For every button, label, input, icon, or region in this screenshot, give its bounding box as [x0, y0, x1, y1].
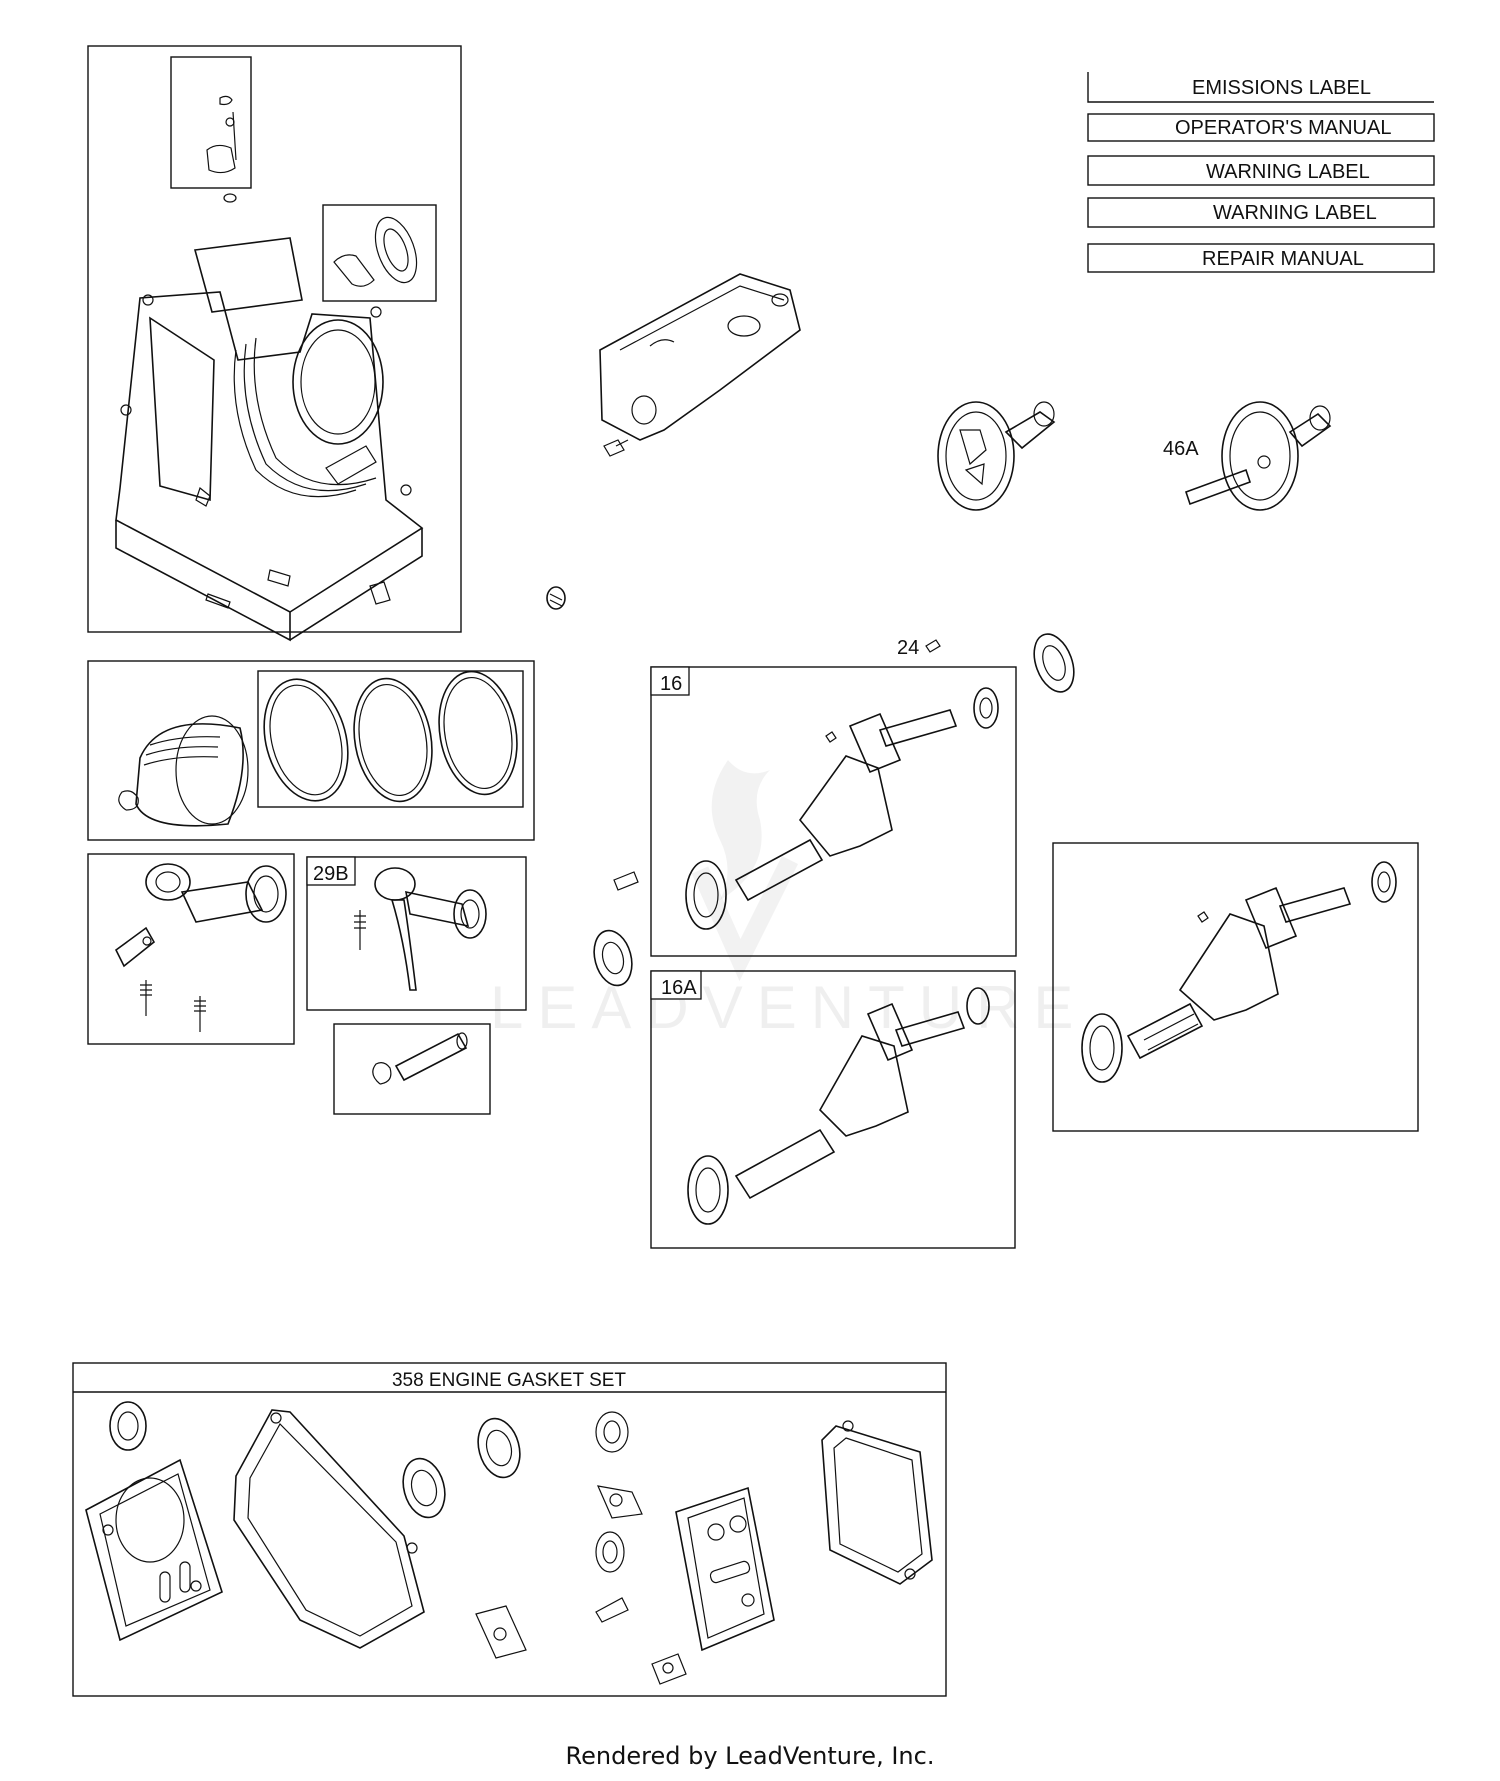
governor-inset[interactable] [170, 56, 252, 203]
valve-cover-gasket[interactable] [675, 1486, 775, 1652]
connecting-rod-group[interactable] [87, 853, 295, 1045]
cylinder-block[interactable] [115, 237, 424, 642]
callout-29b: 29B [313, 863, 349, 885]
crankshaft-16a-group[interactable]: 16A [650, 970, 1016, 1249]
rocker-cover-gasket[interactable] [821, 1420, 933, 1585]
watermark: LEADVENTURE [490, 760, 1087, 1041]
operators-manual-label[interactable]: OPERATOR'S MANUAL [1175, 117, 1391, 139]
oil-seal-right[interactable] [1027, 629, 1081, 698]
footer-credit: Rendered by LeadVenture, Inc. [565, 1742, 935, 1770]
intake-gasket[interactable] [595, 1411, 629, 1453]
gasket-oil-seal-2[interactable] [397, 1454, 451, 1522]
breather-cover[interactable] [599, 273, 801, 457]
crankshaft-16[interactable] [685, 687, 999, 930]
piston-rings-inset[interactable] [251, 665, 526, 810]
crankshaft-16-group[interactable]: 16 [650, 666, 1017, 957]
camshaft-46a[interactable]: 46A [1163, 401, 1332, 511]
breather-tube[interactable] [546, 586, 566, 610]
watermark-text: LEADVENTURE [490, 974, 1087, 1041]
connecting-rod-29b-group[interactable]: 29B [306, 856, 527, 1011]
carburetor-gasket[interactable] [597, 1485, 643, 1519]
gasket-set-group[interactable]: 358 ENGINE GASKET SET [72, 1362, 947, 1697]
document-labels: EMISSIONS LABEL OPERATOR'S MANUAL WARNIN… [1087, 72, 1435, 273]
piston[interactable] [118, 715, 249, 827]
connecting-rod[interactable] [114, 863, 287, 1032]
bushing-seal-inset[interactable] [322, 204, 437, 302]
warning-label-2[interactable]: WARNING LABEL [1213, 202, 1377, 224]
callout-24: 24 [897, 637, 919, 659]
crankshaft-16a[interactable] [687, 987, 990, 1225]
callout-46a: 46A [1163, 438, 1199, 460]
crankshaft-alt[interactable] [1081, 861, 1397, 1083]
crankcase-gasket[interactable] [233, 1409, 425, 1649]
gasket-oil-seal-1[interactable] [109, 1401, 147, 1451]
emissions-label[interactable]: EMISSIONS LABEL [1192, 77, 1371, 99]
gasket-oil-seal-3[interactable] [472, 1414, 526, 1482]
spacer-gasket[interactable] [595, 1597, 629, 1623]
exhaust-gasket[interactable] [595, 1531, 625, 1573]
piston-pin-group[interactable] [333, 1023, 491, 1115]
small-gasket-1[interactable] [475, 1605, 527, 1659]
crankshaft-alt-group[interactable] [1052, 842, 1419, 1132]
callout-16a: 16A [661, 977, 697, 999]
connecting-rod-29b[interactable] [354, 867, 487, 991]
repair-manual-label[interactable]: REPAIR MANUAL [1202, 248, 1364, 270]
piston-group[interactable] [87, 660, 535, 841]
main-bearing[interactable] [588, 926, 637, 989]
dowel-pin[interactable] [613, 871, 639, 891]
callout-16: 16 [660, 673, 682, 695]
warning-label-1[interactable]: WARNING LABEL [1206, 161, 1370, 183]
gasket-set-title: 358 ENGINE GASKET SET [392, 1370, 626, 1391]
cylinder-block-group[interactable] [87, 45, 462, 642]
pin-24[interactable]: 24 [897, 637, 941, 659]
camshaft[interactable] [937, 401, 1056, 511]
head-gasket[interactable] [85, 1458, 223, 1642]
small-gasket-2[interactable] [651, 1653, 687, 1685]
